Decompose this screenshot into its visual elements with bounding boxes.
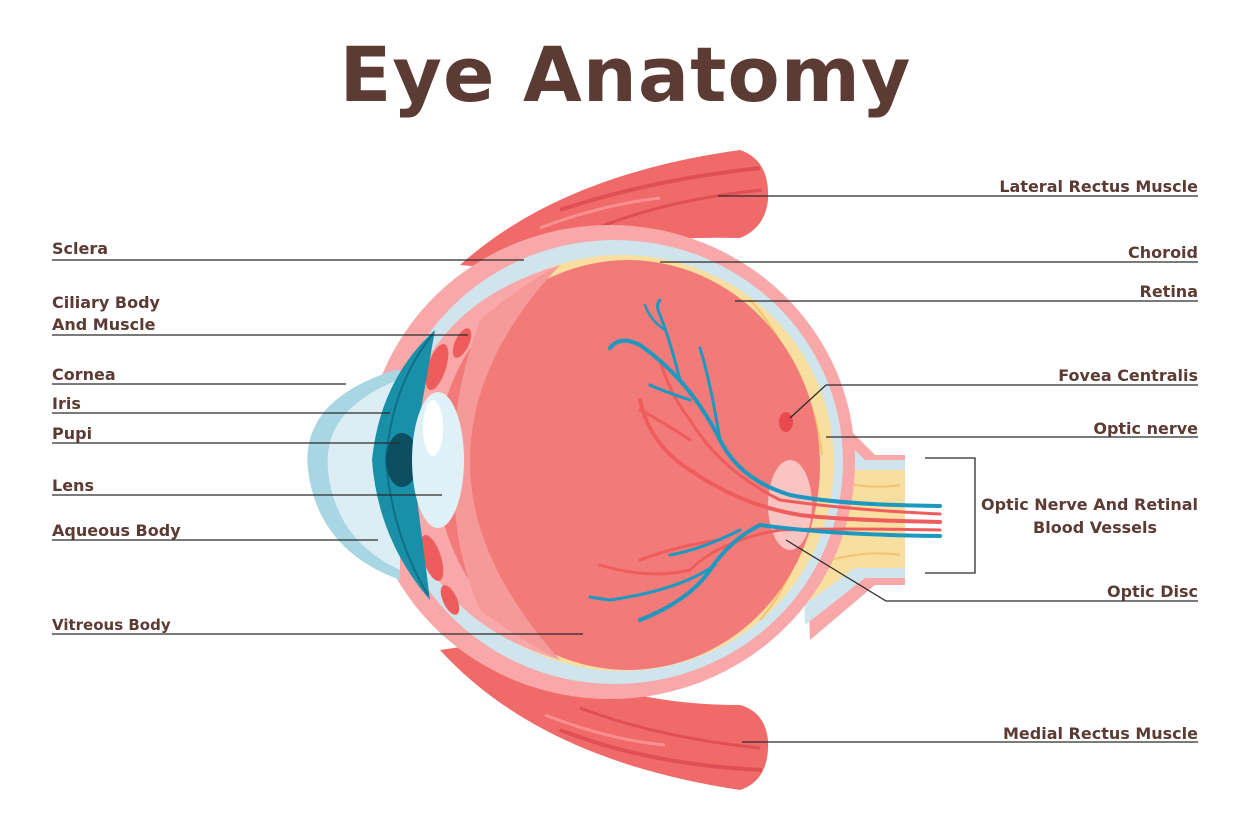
label-aqueous: Aqueous Body: [52, 521, 181, 540]
label-optic-vessels-1: Optic Nerve And Retinal: [981, 495, 1198, 514]
label-choroid: Choroid: [1128, 243, 1198, 262]
label-iris: Iris: [52, 394, 81, 413]
vitreous-body: [436, 260, 820, 670]
optic-disc: [768, 460, 812, 550]
label-retina: Retina: [1140, 282, 1199, 301]
retinal-vessels: [588, 298, 942, 622]
page-title: Eye Anatomy: [339, 30, 912, 119]
pupil: [386, 433, 418, 487]
leader-optic-disc: [785, 539, 1198, 602]
label-lateral-rectus: Lateral Rectus Muscle: [999, 177, 1198, 196]
label-optic-disc: Optic Disc: [1107, 582, 1198, 601]
fovea-centralis: [779, 412, 793, 432]
label-medial-rectus: Medial Rectus Muscle: [1003, 724, 1198, 743]
label-sclera: Sclera: [52, 239, 108, 258]
label-pupil: Pupi: [52, 424, 92, 443]
label-optic-nerve: Optic nerve: [1093, 419, 1198, 438]
label-optic-vessels-2: Blood Vessels: [1033, 518, 1157, 537]
optic-vessels-bracket: [925, 457, 976, 574]
label-ciliary-1: Ciliary Body: [52, 293, 161, 312]
label-lens: Lens: [52, 476, 94, 495]
ciliary-body: [420, 328, 472, 615]
label-vitreous: Vitreous Body: [52, 616, 171, 634]
label-fovea: Fovea Centralis: [1058, 366, 1198, 385]
leader-fovea: [789, 384, 1198, 419]
label-ciliary-2: And Muscle: [52, 315, 156, 334]
label-cornea: Cornea: [52, 365, 116, 384]
